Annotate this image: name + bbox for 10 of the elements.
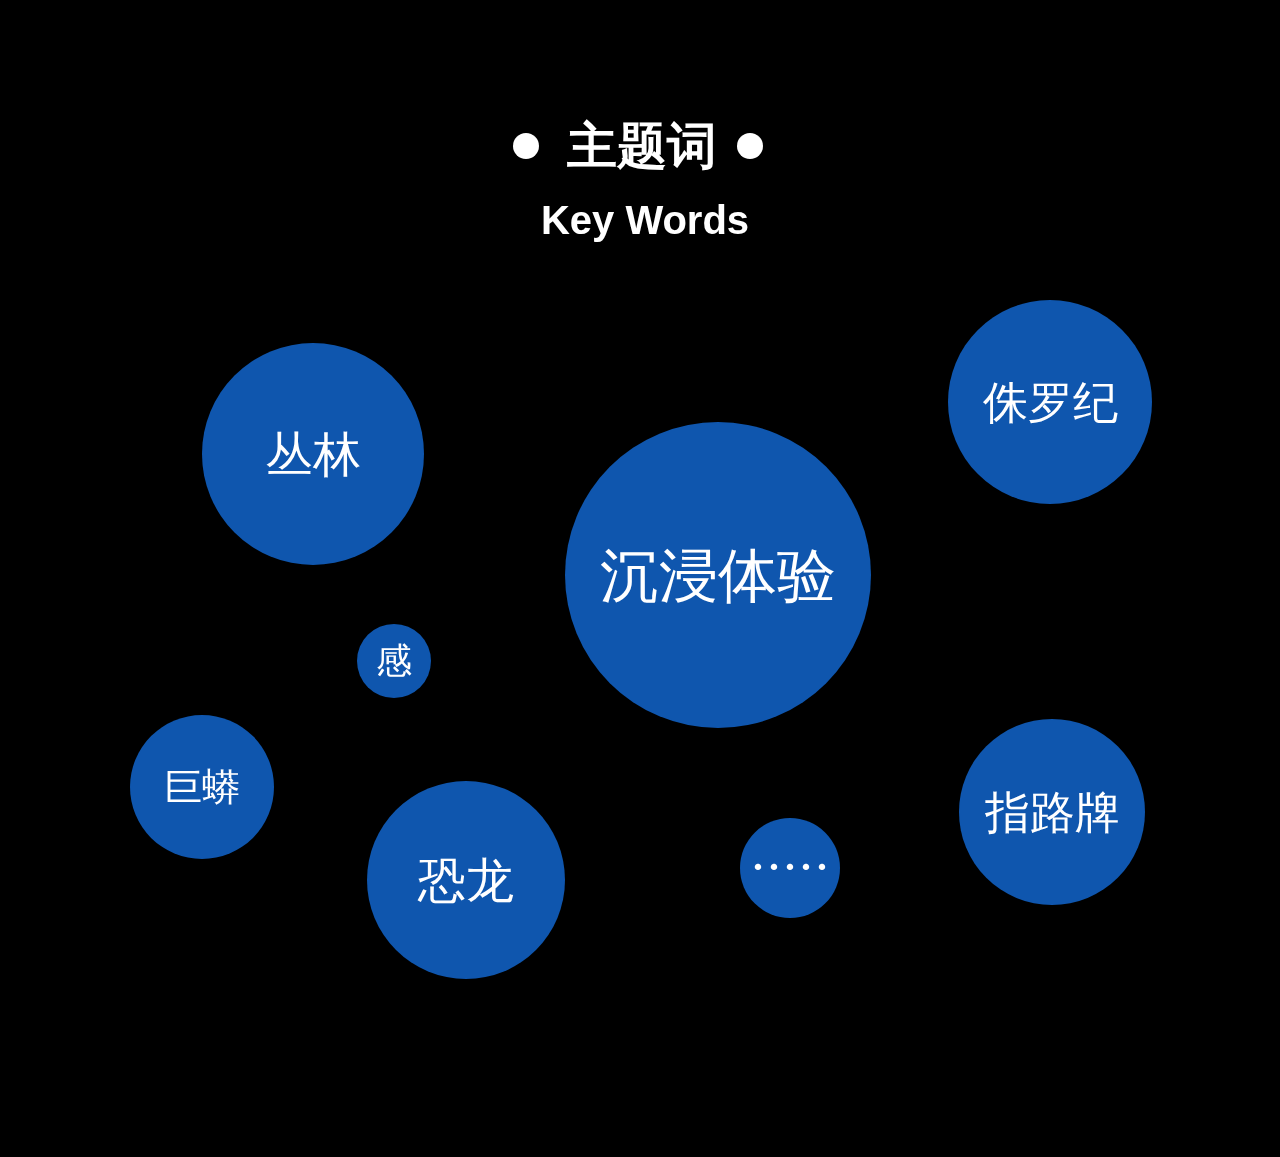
- keyword-bubble: •••••: [740, 818, 840, 918]
- keyword-bubble: 恐龙: [367, 781, 565, 979]
- title: 主题词: [567, 121, 717, 171]
- keyword-bubble: 侏罗纪: [948, 300, 1152, 504]
- keyword-bubble: 丛林: [202, 343, 424, 565]
- keyword-bubble: 沉浸体验: [565, 422, 871, 728]
- keyword-bubble: 巨蟒: [130, 715, 274, 859]
- keyword-bubble: 感: [357, 624, 431, 698]
- keyword-bubble: 指路牌: [959, 719, 1145, 905]
- subtitle: Key Words: [540, 200, 750, 240]
